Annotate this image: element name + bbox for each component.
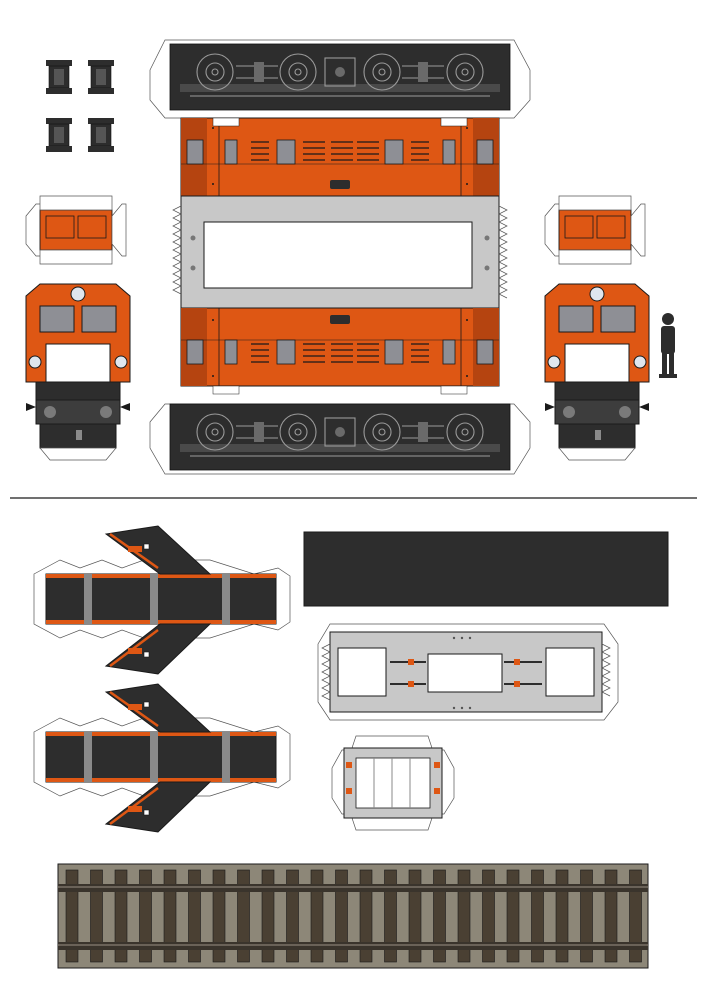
roof-cap-right xyxy=(544,195,646,265)
cab-front-right xyxy=(544,283,650,461)
bogie-bottom xyxy=(169,403,511,471)
track-sleeper xyxy=(531,869,544,963)
track-sleeper xyxy=(433,869,446,963)
track-sleeper xyxy=(237,869,250,963)
track-sleeper xyxy=(457,869,471,963)
track-sleeper xyxy=(384,869,397,963)
gray-underframe xyxy=(317,623,619,721)
small-gray-box xyxy=(331,735,455,831)
roof-cap-left xyxy=(25,195,127,265)
track-sleeper xyxy=(139,869,152,963)
main-body-sheet xyxy=(149,39,531,475)
track-sleeper xyxy=(261,869,275,963)
track-sleeper xyxy=(580,869,593,963)
wheel-chip xyxy=(87,117,115,153)
body-side-upper xyxy=(180,117,500,197)
track-sleeper xyxy=(310,869,324,963)
track-sleeper xyxy=(506,869,520,963)
wheel-chip xyxy=(45,117,73,153)
wheel-chip xyxy=(87,59,115,95)
track-sleeper xyxy=(90,869,103,963)
track-rail-highlight xyxy=(58,944,648,946)
wheel-chip xyxy=(45,59,73,95)
roof-sloped-piece xyxy=(32,524,292,676)
track-sleeper xyxy=(482,869,495,963)
track-sleeper xyxy=(408,869,422,963)
track-sleeper xyxy=(555,869,569,963)
track-sleeper xyxy=(335,869,348,963)
track-sleeper xyxy=(163,869,177,963)
track-sleeper xyxy=(114,869,128,963)
black-plate xyxy=(303,531,669,607)
bogie-top xyxy=(169,43,511,111)
track-sleeper xyxy=(212,869,226,963)
roof-hatch xyxy=(203,221,473,289)
track-sleeper xyxy=(629,869,642,963)
track-sleeper xyxy=(286,869,299,963)
track-sleeper xyxy=(65,869,79,963)
track-rail-highlight xyxy=(58,886,648,888)
body-side-lower xyxy=(180,307,500,387)
roof-sloped-piece xyxy=(32,682,292,834)
cab-front-left xyxy=(25,283,131,461)
track-sleeper xyxy=(359,869,373,963)
rail-track-strip xyxy=(57,863,649,969)
track-sleeper xyxy=(188,869,201,963)
track-sleeper xyxy=(604,869,618,963)
human-figure xyxy=(659,313,677,378)
